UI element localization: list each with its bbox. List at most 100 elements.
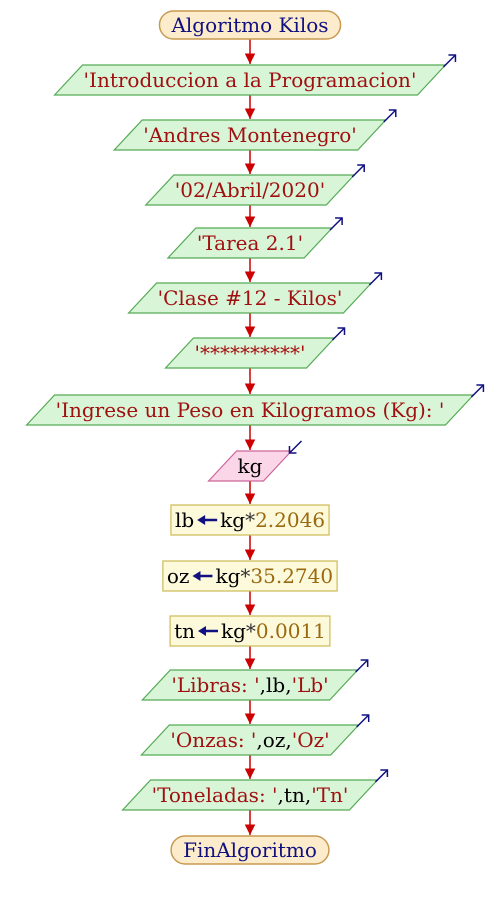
- output-step-12-text-part-0: 'Libras: ': [171, 673, 259, 697]
- output-step-13-text-part-3: ,: [285, 728, 291, 752]
- end-terminal-shape: [170, 835, 330, 865]
- output-step-6-text-part-0: '**********': [195, 341, 306, 365]
- assign-step-10-expr: kg*35.2740: [215, 564, 333, 588]
- output-arrow-icon: [355, 659, 369, 673]
- assign-step-11-target: tn: [174, 619, 195, 643]
- assign-arrow-icon: [197, 515, 218, 525]
- output-step-14-text: 'Toneladas: ',tn,'Tn': [152, 783, 349, 807]
- assign-step-9-expr-part-0: kg: [220, 508, 245, 532]
- start-terminal: Algoritmo Kilos: [158, 10, 342, 40]
- output-step-7-shape: [25, 394, 475, 426]
- output-step-12-text-part-4: 'Lb': [292, 673, 329, 697]
- assign-step-9-expr-part-1: *: [245, 508, 255, 532]
- output-arrow-icon: [351, 164, 365, 178]
- output-step-3: '02/Abril/2020': [144, 164, 365, 206]
- output-step-13-text-part-1: ,: [256, 728, 262, 752]
- nodes: Algoritmo Kilos 'Introduccion a la Progra…: [25, 10, 485, 865]
- output-step-1: 'Introduccion a la Programacion': [53, 54, 457, 96]
- output-step-12-text: 'Libras: ',lb,'Lb': [171, 673, 328, 697]
- output-step-14: 'Toneladas: ',tn,'Tn': [121, 769, 389, 811]
- assign-step-9-expr-part-2: 2.2046: [255, 508, 325, 532]
- output-step-13: 'Onzas: ',oz,'Oz': [139, 714, 370, 756]
- output-step-12-text-part-2: lb: [266, 673, 285, 697]
- output-step-1-shape: [53, 64, 447, 96]
- assign-arrow-icon: [198, 626, 219, 636]
- output-step-14-text-part-2: tn: [284, 783, 305, 807]
- start-terminal-label-part-0: Algoritmo Kilos: [170, 13, 328, 37]
- output-step-2-shape: [112, 119, 388, 151]
- output-arrow-icon: [356, 714, 370, 728]
- output-step-6-shape: [164, 337, 336, 369]
- output-step-13-shape: [139, 724, 361, 756]
- output-step-4: 'Tarea 2.1': [166, 217, 343, 259]
- assign-step-10: oz kg*35.2740: [162, 560, 338, 592]
- assign-step-11-expr-part-1: *: [246, 619, 256, 643]
- input-step-8-text-part-0: kg: [238, 454, 263, 478]
- output-step-5-shape: [127, 282, 373, 314]
- output-step-3-text-part-0: '02/Abril/2020': [175, 178, 325, 202]
- output-step-13-text: 'Onzas: ',oz,'Oz': [170, 728, 329, 752]
- output-step-2: 'Andres Montenegro': [112, 109, 397, 151]
- output-step-6: '**********': [164, 327, 346, 369]
- output-step-1-text-part-0: 'Introduccion a la Programacion': [84, 68, 417, 92]
- output-step-7-text-part-0: 'Ingrese un Peso en Kilogramos (Kg): ': [56, 398, 445, 422]
- output-step-12: 'Libras: ',lb,'Lb': [140, 659, 369, 701]
- output-step-12-text-part-3: ,: [285, 673, 291, 697]
- input-step-8-shape: [207, 450, 293, 482]
- output-step-3-shape: [144, 174, 356, 206]
- start-terminal-label: Algoritmo Kilos: [170, 13, 328, 37]
- output-step-12-text-part-1: ,: [260, 673, 266, 697]
- assign-step-10-expr-part-0: kg: [215, 564, 240, 588]
- assign-step-11-expr-part-0: kg: [221, 619, 246, 643]
- output-step-14-text-part-0: 'Toneladas: ': [152, 783, 278, 807]
- output-step-4-text-part-0: 'Tarea 2.1': [197, 231, 303, 255]
- output-arrow-icon: [331, 327, 346, 341]
- output-step-12-shape: [140, 669, 360, 701]
- input-step-8: kg: [207, 440, 302, 482]
- assign-step-9-target: lb: [175, 508, 194, 532]
- output-arrow-icon: [374, 769, 389, 783]
- assign-step-11-shape: [169, 615, 331, 647]
- start-terminal-shape: [158, 10, 342, 40]
- assign-step-11: tn kg*0.0011: [169, 615, 331, 647]
- end-terminal-label-part-0: FinAlgoritmo: [183, 838, 317, 862]
- output-step-2-text-part-0: 'Andres Montenegro': [143, 123, 357, 147]
- assign-step-11-expr-part-2: 0.0011: [256, 619, 326, 643]
- output-step-13-text-part-0: 'Onzas: ': [170, 728, 256, 752]
- output-step-13-text-part-2: oz: [263, 728, 286, 752]
- output-step-14-text-part-1: ,: [278, 783, 284, 807]
- output-step-4-shape: [166, 227, 334, 259]
- output-step-1-text: 'Introduccion a la Programacion': [84, 68, 417, 92]
- output-arrow-icon: [442, 54, 457, 68]
- output-step-5-text-part-0: 'Clase #12 - Kilos': [158, 286, 343, 310]
- output-step-14-text-part-3: ,: [305, 783, 311, 807]
- assign-step-9-expr: kg*2.2046: [220, 508, 325, 532]
- output-step-5: 'Clase #12 - Kilos': [127, 272, 383, 314]
- output-arrow-icon: [383, 109, 397, 123]
- output-step-6-text: '**********': [195, 341, 306, 365]
- input-step-8-text: kg: [238, 454, 263, 478]
- output-step-5-text: 'Clase #12 - Kilos': [158, 286, 343, 310]
- output-step-13-text-part-4: 'Oz': [292, 728, 330, 752]
- output-step-7: 'Ingrese un Peso en Kilogramos (Kg): ': [25, 384, 485, 426]
- output-arrow-icon: [368, 272, 383, 286]
- output-arrow-icon: [470, 384, 485, 398]
- assign-step-11-expr: kg*0.0011: [221, 619, 326, 643]
- output-step-4-text: 'Tarea 2.1': [197, 231, 303, 255]
- assign-step-10-shape: [162, 560, 338, 592]
- assign-step-10-target: oz: [167, 564, 190, 588]
- assign-step-9: lb kg*2.2046: [170, 504, 330, 536]
- output-step-14-text-part-4: 'Tn': [311, 783, 348, 807]
- output-step-3-text: '02/Abril/2020': [175, 178, 325, 202]
- output-step-2-text: 'Andres Montenegro': [143, 123, 357, 147]
- end-terminal-label: FinAlgoritmo: [183, 838, 317, 862]
- output-arrow-icon: [329, 217, 343, 231]
- output-step-14-shape: [121, 779, 379, 811]
- end-terminal: FinAlgoritmo: [170, 835, 330, 865]
- input-arrow-icon: [288, 440, 302, 454]
- assign-arrow-icon: [192, 571, 213, 581]
- output-step-7-text: 'Ingrese un Peso en Kilogramos (Kg): ': [56, 398, 445, 422]
- assign-step-10-expr-part-2: 35.2740: [250, 564, 333, 588]
- assign-step-10-expr-part-1: *: [240, 564, 250, 588]
